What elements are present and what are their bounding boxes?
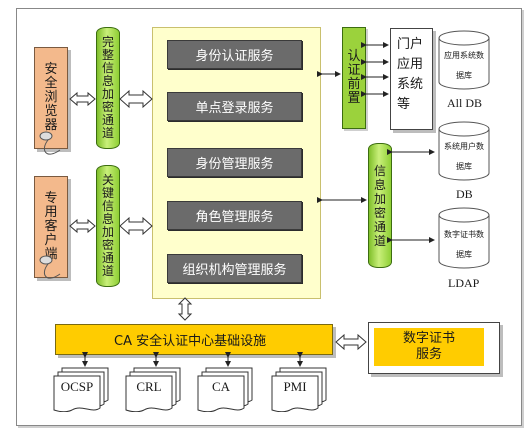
database-all-db-label: All DB [447,96,483,110]
database-db-label: DB [456,187,473,201]
channel-full-encryption: 完整信息加密通道 [96,27,120,149]
channel-info-encryption-label: 信息加密通道 [373,163,386,248]
cert-service-line-2: 服务 [415,347,442,362]
database-all-db-icon [438,30,490,90]
doc-crl-label: CRL [136,379,162,394]
doc-ca-label: CA [211,379,231,394]
doc-stack-ca-icon [197,367,253,412]
portal-apps-box: 门户应用系统等 [390,28,433,130]
doc-pmi-label: PMI [283,379,307,394]
service-org-management: 组织机构管理服务 [167,254,302,283]
database-all-db-inner: 应用系统数据库 [444,51,484,80]
database-ldap-inner: 数字证书数据库 [444,230,484,259]
database-ldap-label: LDAP [448,276,480,290]
doc-stack-crl-icon [125,367,181,412]
cert-service-line-1: 数字证书 [402,331,455,346]
client-secure-browser-label: 安全浏览器 [44,62,58,133]
database-db-inner: 系统用户数据库 [444,142,484,171]
mouse-cable-icon-1 [39,131,61,155]
channel-key-encryption: 关键信息加密通道 [96,165,120,287]
portal-apps-label: 门户应用系统等 [397,37,424,112]
database-db-icon [438,121,490,181]
client-secure-browser: 安全浏览器 [34,47,68,149]
auth-front-end-label: 认证前置 [347,49,361,106]
service-identity-management: 身份管理服务 [167,148,302,177]
doc-stack-ocsp-icon [53,367,109,412]
cert-service-inner: 数字证书 服务 [374,328,484,366]
ca-infrastructure-bar: CA 安全认证中心基础设施 [55,324,333,355]
channel-key-encryption-label: 关键信息加密通道 [101,173,114,278]
service-identity-auth: 身份认证服务 [167,40,302,69]
doc-stack-pmi-icon [271,367,327,412]
doc-ocsp-label: OCSP [60,379,94,394]
channel-info-encryption: 信息加密通道 [368,143,392,268]
database-ldap-icon [438,207,490,269]
mouse-cable-icon-2 [39,255,61,279]
ca-infrastructure-label: CA 安全认证中心基础设施 [114,334,267,349]
channel-full-encryption-label: 完整信息加密通道 [101,35,114,140]
service-role-management: 角色管理服务 [167,201,302,230]
service-single-sign-on: 单点登录服务 [167,92,302,121]
client-dedicated-label: 专用客户端 [44,191,58,262]
